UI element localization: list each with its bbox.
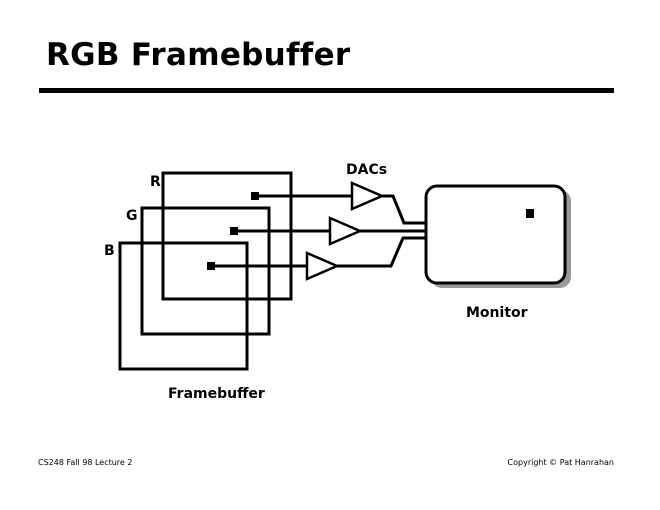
dacs-label: DACs	[346, 162, 387, 178]
framebuffer-plane-g	[140, 206, 271, 336]
output-wire-r	[382, 194, 427, 225]
monitor-pixel	[526, 209, 534, 218]
slide-title: RGB Framebuffer	[46, 37, 351, 73]
channel-label-r: R	[150, 174, 161, 190]
footer-course: CS248 Fall 98 Lecture 2	[38, 458, 133, 467]
framebuffer-plane-b	[118, 241, 249, 371]
channel-label-g: G	[126, 208, 138, 224]
framebuffer-label: Framebuffer	[168, 386, 265, 402]
monitor	[424, 184, 567, 285]
title-divider	[39, 88, 614, 93]
dac-r	[350, 181, 386, 211]
dac-g	[328, 216, 364, 246]
footer-copyright: Copyright © Pat Hanrahan	[507, 458, 614, 467]
monitor-label: Monitor	[466, 305, 528, 321]
framebuffer-plane-r	[161, 171, 293, 301]
dac-b	[305, 251, 341, 281]
output-wire-b	[337, 236, 427, 268]
channel-label-b: B	[104, 243, 115, 259]
